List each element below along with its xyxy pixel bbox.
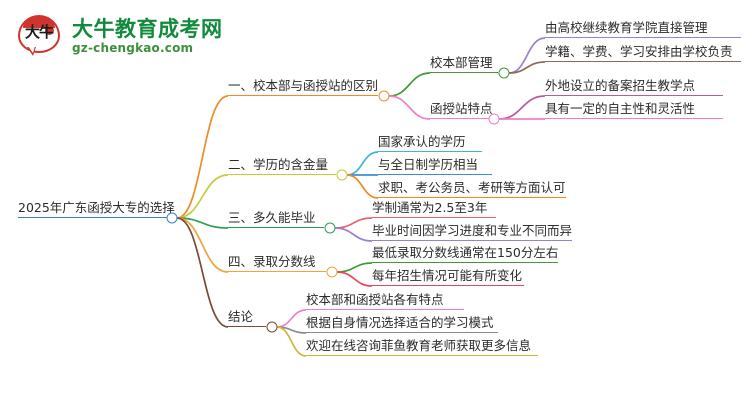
mindmap-branch-2-child-2-label: 与全日制学历相当	[378, 157, 479, 172]
mindmap-branch-5-child-1[interactable]: 校本部和函授站各有特点	[306, 292, 464, 310]
mindmap-connector	[334, 227, 373, 242]
mindmap-branch-1-child-1-label: 校本部管理	[430, 55, 493, 70]
mindmap-branch-3-child-1-label: 学制通常为2.5至3年	[372, 200, 488, 215]
mindmap-branch-1-child-1-dot[interactable]	[498, 67, 510, 79]
mindmap-branch-3-label: 三、多久能毕业	[228, 210, 316, 225]
mindmap-branch-2-child-1[interactable]: 国家承认的学历	[378, 134, 482, 152]
mindmap-branch-1-child-1-leaf-2-label: 学籍、学费、学习安排由学校负责	[545, 44, 733, 59]
mindmap-branch-1-child-2-leaf-1-label: 外地设立的备案招生教学点	[545, 78, 696, 93]
logo-mark-label: 大牛	[24, 23, 54, 41]
mindmap-branch-3-child-2-label: 毕业时间因学习进度和专业不同而异	[372, 223, 573, 238]
mindmap-branch-1-child-1-leaf-1[interactable]: 由高校继续教育学院直接管理	[545, 20, 741, 38]
mindmap-branch-1-child-2-leaf-2[interactable]: 具有一定的自主性和灵活性	[545, 101, 723, 119]
mindmap-branch-2-child-1-label: 国家承认的学历	[378, 134, 466, 149]
mindmap-connector	[176, 174, 229, 219]
mindmap-branch-5-label: 结论	[228, 309, 254, 324]
mindmap-branch-1-child-2-leaf-2-label: 具有一定的自主性和灵活性	[545, 101, 696, 116]
logo-text-block: 大牛教育成考网 gz-chengkao.com	[72, 18, 223, 55]
mindmap-connector	[508, 61, 546, 74]
mindmap-branch-1-dot[interactable]	[378, 90, 390, 102]
site-logo[interactable]: 大牛 大牛教育成考网 gz-chengkao.com	[18, 10, 248, 62]
mindmap-branch-2-child-3[interactable]: 求职、考公务员、考研等方面认可	[378, 180, 566, 198]
mindmap-branch-4[interactable]: 四、录取分数线	[228, 254, 326, 272]
mindmap-branch-2-child-2[interactable]: 与全日制学历相当	[378, 157, 492, 175]
mindmap-branch-5-child-1-label: 校本部和函授站各有特点	[306, 292, 444, 307]
mindmap-branch-3-child-2[interactable]: 毕业时间因学习进度和专业不同而异	[372, 223, 573, 241]
mindmap-branch-4-child-1-label: 最低录取分数线通常在150分左右	[372, 245, 559, 260]
mindmap-branch-1[interactable]: 一、校本部与函授站的区别	[228, 78, 379, 96]
mindmap-branch-1-child-1[interactable]: 校本部管理	[430, 55, 498, 73]
mindmap-branch-3[interactable]: 三、多久能毕业	[228, 210, 324, 228]
mindmap-branch-2-child-3-label: 求职、考公务员、考研等方面认可	[378, 180, 566, 195]
mindmap-connector	[334, 217, 373, 229]
mindmap-branch-4-child-1[interactable]: 最低录取分数线通常在150分左右	[372, 245, 559, 263]
mindmap-connector	[276, 326, 307, 357]
mindmap-root-node[interactable]: 2025年广东函授大专的选择	[18, 200, 175, 218]
mindmap-branch-5-child-2[interactable]: 根据自身情况选择适合的学习模式	[306, 315, 498, 333]
mindmap-branch-5-dot[interactable]	[266, 321, 278, 333]
mindmap-connector	[346, 174, 379, 199]
mindmap-connector	[176, 217, 229, 328]
logo-title: 大牛教育成考网	[72, 16, 223, 41]
logo-bubble-tail-inner	[28, 46, 35, 53]
mindmap-connector	[276, 326, 307, 334]
mindmap-branch-1-child-2-dot[interactable]	[488, 113, 500, 125]
mindmap-branch-1-label: 一、校本部与函授站的区别	[228, 78, 379, 93]
mindmap-connector	[388, 72, 431, 97]
logo-mark-icon: 大牛	[18, 13, 64, 59]
logo-subtitle: gz-chengkao.com	[72, 40, 194, 55]
mindmap-branch-1-child-2-leaf-1[interactable]: 外地设立的备案招生教学点	[545, 78, 723, 96]
mindmap-branch-4-child-2-label: 每年招生情况可能有所变化	[372, 268, 523, 283]
mindmap-branch-4-child-2[interactable]: 每年招生情况可能有所变化	[372, 268, 524, 286]
mindmap-root-node-label: 2025年广东函授大专的选择	[18, 200, 175, 215]
mindmap-connector	[176, 217, 229, 273]
mindmap-branch-5-child-2-label: 根据自身情况选择适合的学习模式	[306, 315, 494, 330]
mindmap-connector	[388, 95, 431, 120]
mindmap-connector	[336, 271, 373, 287]
mindmap-branch-1-child-2-label: 函授站特点	[430, 101, 493, 116]
mindmap-connector	[508, 37, 546, 74]
logo-cap-dot	[45, 26, 54, 35]
mindmap-branch-3-dot[interactable]	[324, 222, 336, 234]
mindmap-branch-3-child-1[interactable]: 学制通常为2.5至3年	[372, 200, 496, 218]
logo-cap-shape	[23, 16, 55, 28]
mindmap-branch-4-dot[interactable]	[326, 266, 338, 278]
mindmap-branch-2-label: 二、学历的含金量	[228, 157, 329, 172]
mindmap-branch-2[interactable]: 二、学历的含金量	[228, 157, 336, 175]
mindmap-root-dot[interactable]	[166, 212, 178, 224]
mindmap-branch-1-child-1-leaf-2[interactable]: 学籍、学费、学习安排由学校负责	[545, 44, 741, 62]
mindmap-branch-5-child-3[interactable]: 欢迎在线咨询菲鱼教育老师获取更多信息	[306, 338, 538, 356]
mindmap-branch-5[interactable]: 结论	[228, 309, 266, 327]
mindmap-connector	[346, 151, 379, 176]
mindmap-branch-4-label: 四、录取分数线	[228, 254, 316, 269]
mindmap-connector	[276, 309, 307, 328]
mindmap-connector	[498, 95, 546, 120]
mindmap-connector	[176, 95, 229, 219]
mindmap-branch-1-child-2[interactable]: 函授站特点	[430, 101, 493, 119]
mindmap-branch-5-child-3-label: 欢迎在线咨询菲鱼教育老师获取更多信息	[306, 338, 532, 353]
mindmap-branch-2-dot[interactable]	[336, 169, 348, 181]
mindmap-branch-1-child-1-leaf-1-label: 由高校继续教育学院直接管理	[545, 20, 708, 35]
mindmap-connector	[336, 262, 373, 273]
mindmap-connector	[176, 217, 229, 229]
